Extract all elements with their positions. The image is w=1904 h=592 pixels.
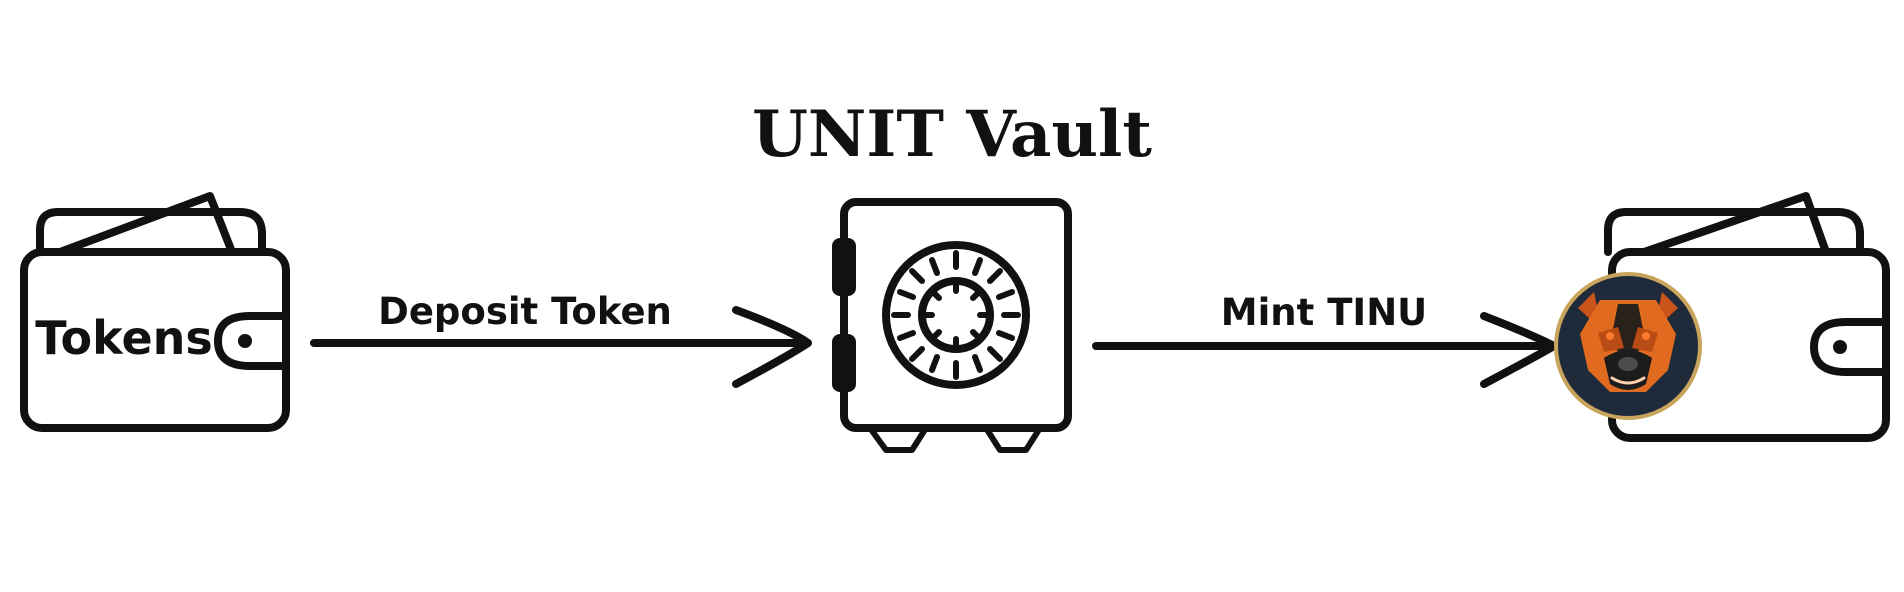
- deposit-token-label: Deposit Token: [378, 290, 672, 333]
- mint-arrow: Mint TINU: [1092, 291, 1558, 388]
- diagram-title: UNIT Vault: [752, 97, 1152, 172]
- source-wallet-icon: Tokens: [20, 192, 290, 432]
- vault-safe-icon: [832, 198, 1072, 453]
- vault-combination-dial-icon: [882, 241, 1030, 389]
- mint-tinu-label: Mint TINU: [1221, 291, 1427, 334]
- deposit-arrow: Deposit Token: [310, 290, 812, 388]
- source-wallet-label: Tokens: [35, 311, 213, 365]
- tinu-token-logo: [1554, 272, 1702, 420]
